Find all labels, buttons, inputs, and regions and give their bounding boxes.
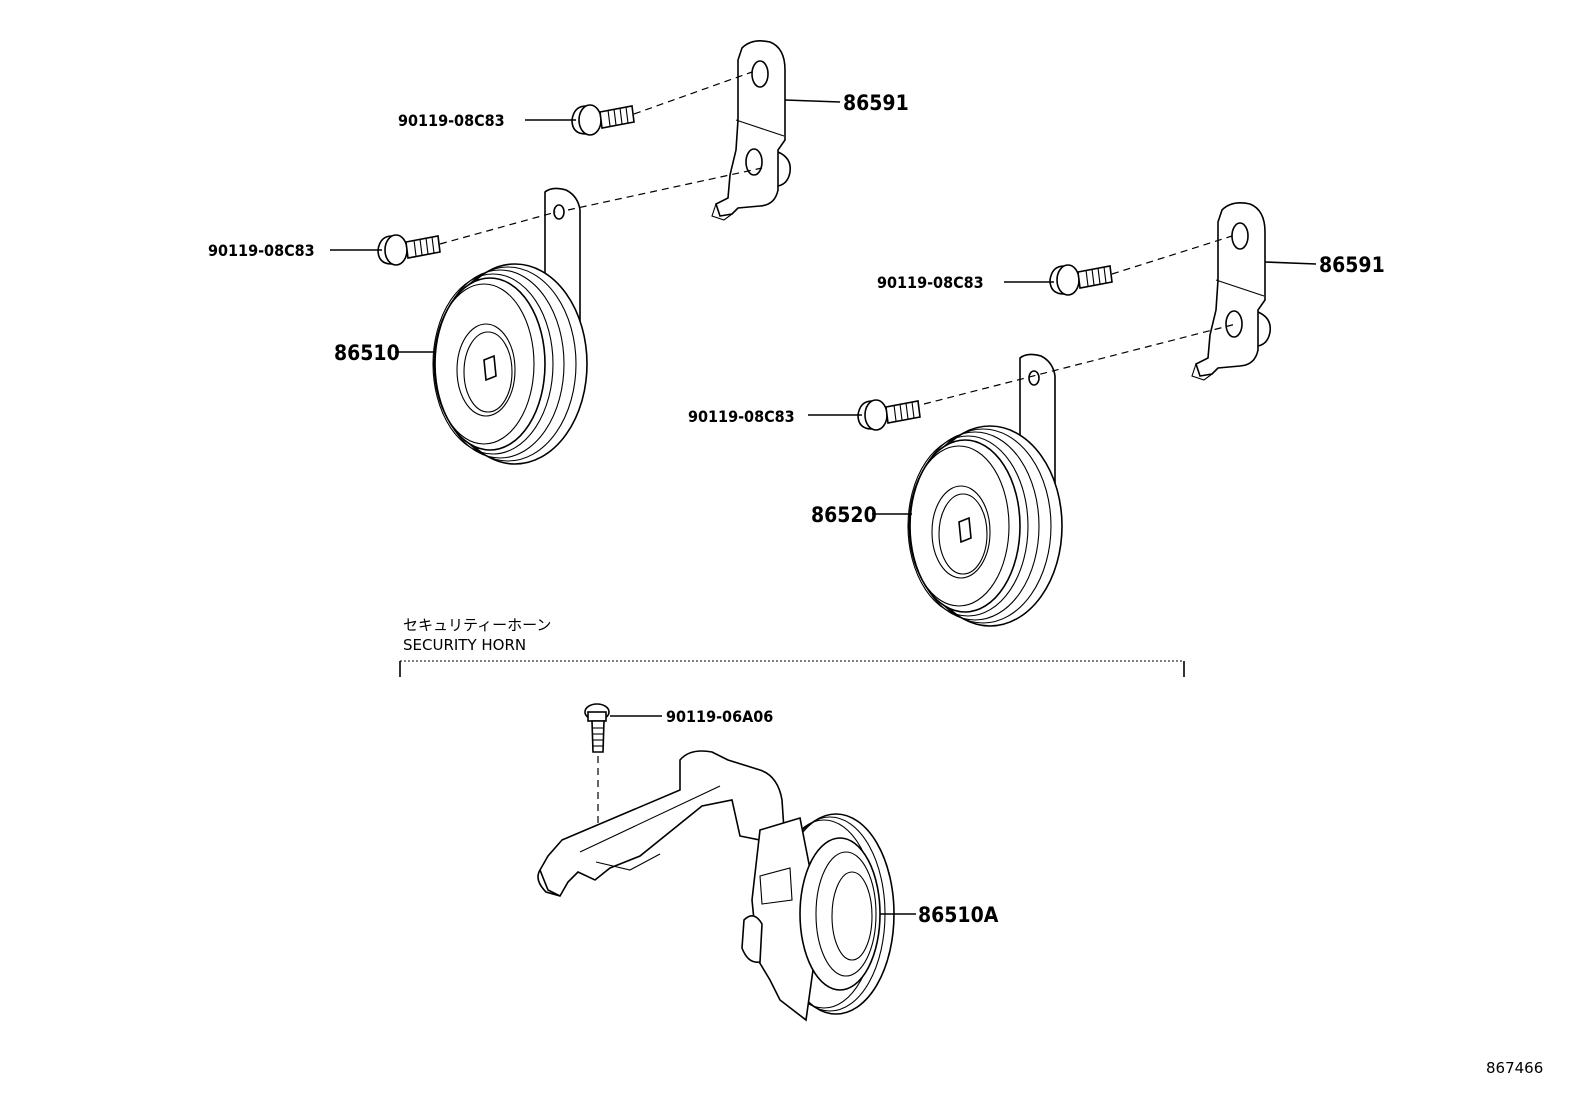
horn-86520 bbox=[907, 353, 1063, 627]
label-bolt-4: 90119-08C83 bbox=[688, 407, 795, 426]
horn-86510a bbox=[537, 750, 895, 1022]
label-bolt-2: 90119-08C83 bbox=[208, 241, 315, 260]
bolt-3 bbox=[1049, 264, 1113, 296]
diagram-id: 867466 bbox=[1486, 1059, 1543, 1077]
label-bolt-3: 90119-08C83 bbox=[877, 273, 984, 292]
label-86591-right: 86591 bbox=[1319, 253, 1385, 277]
label-86591-upper: 86591 bbox=[843, 91, 909, 115]
horn-86510 bbox=[432, 187, 588, 465]
bolt-4 bbox=[857, 399, 921, 431]
label-86520: 86520 bbox=[811, 503, 877, 527]
bracket-86591-upper bbox=[711, 40, 792, 221]
label-bolt-1: 90119-08C83 bbox=[398, 111, 505, 130]
bolt-security bbox=[584, 703, 610, 753]
security-section-divider bbox=[399, 660, 1185, 677]
label-bolt-security: 90119-06A06 bbox=[666, 707, 773, 726]
bracket-86591-right bbox=[1191, 202, 1272, 381]
bolt-1 bbox=[571, 104, 635, 136]
label-86510a: 86510A bbox=[918, 903, 999, 927]
label-86510: 86510 bbox=[334, 341, 400, 365]
bolt-2 bbox=[377, 234, 441, 266]
security-title-jp: セキュリティーホーン bbox=[403, 616, 551, 634]
security-title-en: SECURITY HORN bbox=[403, 636, 526, 654]
